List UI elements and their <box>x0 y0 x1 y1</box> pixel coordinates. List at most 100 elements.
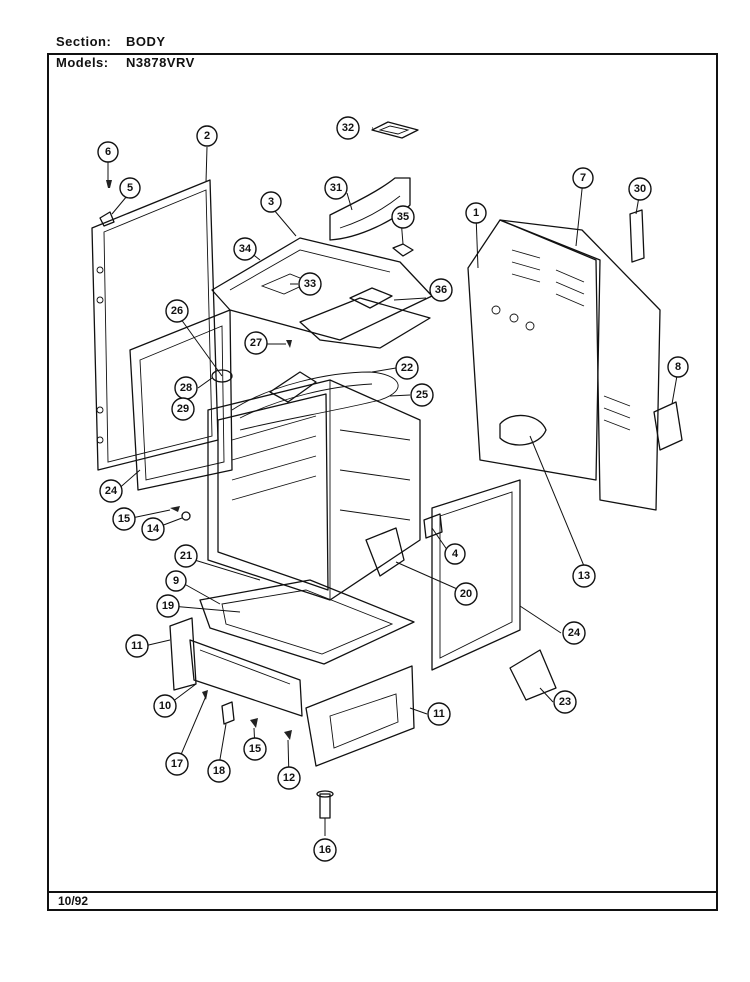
callout-11-left: 11 <box>125 634 149 658</box>
leader-lines <box>107 127 679 836</box>
callout-35: 35 <box>391 205 415 229</box>
part-18-clip <box>221 701 235 725</box>
svg-text:22: 22 <box>401 362 413 374</box>
part-15-screw-lower <box>250 718 258 728</box>
svg-text:24: 24 <box>105 485 118 497</box>
part-27-screw <box>286 340 292 348</box>
callout-17: 17 <box>165 752 189 776</box>
part-8-cover-plate <box>653 401 683 451</box>
part-12-screw <box>284 730 292 740</box>
svg-text:12: 12 <box>283 772 295 784</box>
callout-31: 31 <box>324 176 348 200</box>
svg-text:24: 24 <box>568 627 581 639</box>
callout-10: 10 <box>153 694 177 718</box>
callout-1: 1 <box>465 202 487 224</box>
section-value: BODY <box>126 34 166 49</box>
part-5-clip <box>99 211 115 227</box>
svg-text:27: 27 <box>250 337 262 349</box>
part-6-screw <box>106 180 112 188</box>
callout-26: 26 <box>165 299 189 323</box>
models-header: Models:N3878VRV <box>56 55 195 70</box>
callout-28: 28 <box>174 376 198 400</box>
callout-21: 21 <box>174 544 198 568</box>
callout-29: 29 <box>171 397 195 421</box>
svg-text:13: 13 <box>578 570 590 582</box>
svg-text:34: 34 <box>239 243 252 255</box>
callout-14: 14 <box>141 517 165 541</box>
svg-text:32: 32 <box>342 122 354 134</box>
callout-6: 6 <box>97 141 119 163</box>
svg-text:10: 10 <box>159 700 171 712</box>
svg-text:3: 3 <box>268 196 274 208</box>
callout-25: 25 <box>410 383 434 407</box>
svg-text:14: 14 <box>147 523 160 535</box>
svg-text:18: 18 <box>213 765 225 777</box>
callout-9: 9 <box>165 570 187 592</box>
part-28-cap <box>211 369 233 383</box>
callout-20: 20 <box>454 582 478 606</box>
part-20-hinge <box>365 527 405 577</box>
callout-24-left: 24 <box>99 479 123 503</box>
svg-text:8: 8 <box>675 361 681 373</box>
callout-34: 34 <box>233 237 257 261</box>
callout-36: 36 <box>429 278 453 302</box>
callout-13: 13 <box>572 564 596 588</box>
part-17-screw <box>202 690 208 700</box>
svg-text:21: 21 <box>180 550 192 562</box>
callout-5: 5 <box>119 177 141 199</box>
callout-15-upper: 15 <box>112 507 136 531</box>
svg-text:2: 2 <box>204 130 210 142</box>
part-7-back-panel <box>499 219 661 511</box>
svg-text:25: 25 <box>416 389 428 401</box>
callout-19: 19 <box>156 594 180 618</box>
svg-text:35: 35 <box>397 211 409 223</box>
callout-24-right: 24 <box>562 621 586 645</box>
callout-11-right: 11 <box>427 702 451 726</box>
svg-text:11: 11 <box>433 708 445 720</box>
part-23-bracket <box>509 649 557 701</box>
part-36-bracket <box>299 287 431 349</box>
diagram-frame <box>47 53 718 911</box>
callout-23: 23 <box>553 690 577 714</box>
callout-2: 2 <box>196 125 218 147</box>
svg-text:19: 19 <box>162 600 174 612</box>
svg-text:4: 4 <box>452 548 459 560</box>
part-30-terminal-block <box>629 209 645 263</box>
part-11-left-support <box>169 617 197 691</box>
part-14-nut <box>181 511 191 521</box>
part-4-bracket <box>423 513 443 539</box>
callout-3: 3 <box>260 191 282 213</box>
part-35-clip <box>392 243 414 257</box>
callout-12: 12 <box>277 766 301 790</box>
callout-16: 16 <box>313 838 337 862</box>
svg-text:23: 23 <box>559 696 571 708</box>
callout-15-lower: 15 <box>243 737 267 761</box>
svg-text:29: 29 <box>177 403 189 415</box>
callout-33: 33 <box>298 272 322 296</box>
footer-divider <box>47 891 718 893</box>
svg-text:28: 28 <box>180 382 192 394</box>
callout-7: 7 <box>572 167 594 189</box>
svg-text:30: 30 <box>634 183 646 195</box>
callout-18: 18 <box>207 759 231 783</box>
part-11-right-drawer-end <box>305 665 415 767</box>
svg-text:31: 31 <box>330 182 342 194</box>
callout-32: 32 <box>336 116 360 140</box>
oven-cavity <box>207 379 421 601</box>
part-16-leg <box>316 790 334 819</box>
callout-8: 8 <box>667 356 689 378</box>
part-24-right-panel <box>431 479 521 671</box>
section-label: Section: <box>56 34 112 49</box>
footer-date: 10/92 <box>58 894 89 908</box>
callout-22: 22 <box>395 356 419 380</box>
svg-text:26: 26 <box>171 305 183 317</box>
part-15-screw <box>170 506 180 512</box>
svg-text:11: 11 <box>131 640 143 652</box>
svg-text:33: 33 <box>304 278 316 290</box>
part-25-element-bracket <box>269 371 317 403</box>
svg-text:1: 1 <box>473 207 479 219</box>
svg-text:5: 5 <box>127 182 133 194</box>
svg-text:16: 16 <box>319 844 331 856</box>
models-label: Models: <box>56 55 109 70</box>
